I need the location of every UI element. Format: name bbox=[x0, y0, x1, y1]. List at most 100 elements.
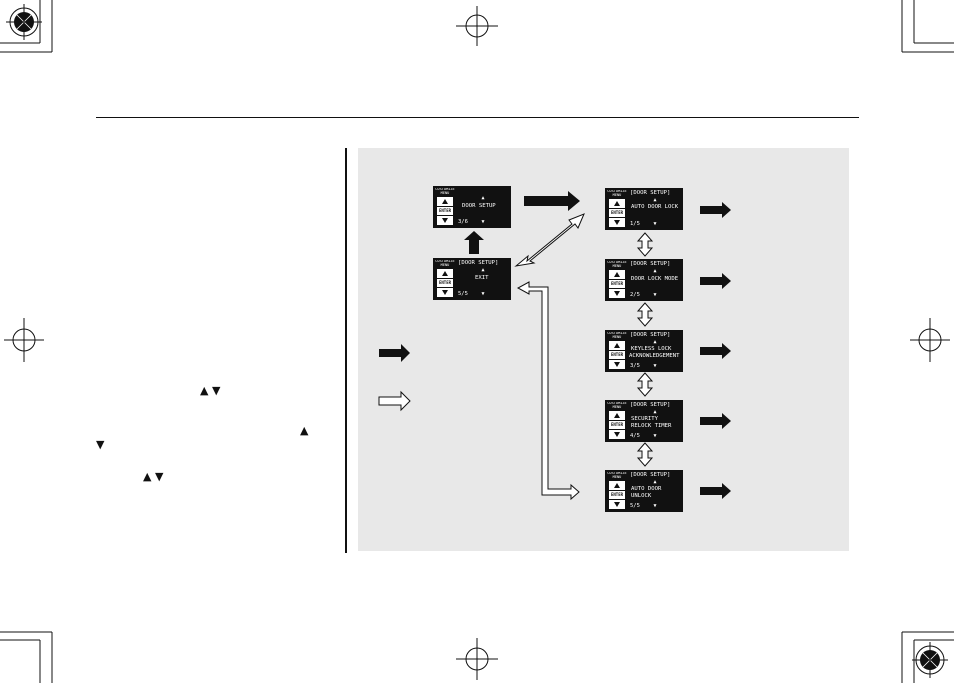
panel-title: [DOOR SETUP] bbox=[630, 332, 671, 338]
panel-menu-label: MENU bbox=[612, 264, 622, 268]
panel-keyless-lock: CUSTOMIZE MENU ENTER [DOOR SETUP] ▲ KEYL… bbox=[605, 330, 683, 372]
registration-crosshair-icon bbox=[4, 318, 44, 362]
double-headed-arrow-icon bbox=[636, 232, 654, 467]
down-button bbox=[609, 218, 625, 227]
up-triangle-icon bbox=[614, 483, 620, 488]
panel-line2: ACKNOWLEDGEMENT bbox=[629, 353, 680, 359]
left-arrows-line3: ▲ ▼ bbox=[143, 470, 164, 483]
up-button bbox=[609, 270, 625, 279]
panel-line1: EXIT bbox=[475, 275, 489, 281]
down-triangle-icon bbox=[614, 291, 620, 296]
panel-line2: RELOCK TIMER bbox=[631, 423, 672, 429]
enter-button: ENTER bbox=[609, 351, 625, 359]
panel-up-indicator: ▲ bbox=[653, 268, 657, 274]
panel-page: 1/5 bbox=[630, 221, 640, 227]
up-button bbox=[437, 269, 453, 278]
enter-button: ENTER bbox=[609, 209, 625, 217]
left-arrow-down: ▼ bbox=[96, 438, 105, 451]
panel-down-indicator: ▼ bbox=[653, 363, 657, 369]
down-triangle-icon bbox=[614, 502, 620, 507]
up-triangle-icon bbox=[442, 199, 448, 204]
panel-down-indicator: ▼ bbox=[653, 292, 657, 298]
enter-button: ENTER bbox=[609, 280, 625, 288]
panel-title: [DOOR SETUP] bbox=[630, 261, 671, 267]
panel-page: 4/5 bbox=[630, 433, 640, 439]
panel-page: 3/6 bbox=[458, 219, 468, 225]
panel-title: [DOOR SETUP] bbox=[630, 472, 671, 478]
panel-door-lock-mode: CUSTOMIZE MENU ENTER [DOOR SETUP] ▲ DOOR… bbox=[605, 259, 683, 301]
panel-security-relock: CUSTOMIZE MENU ENTER [DOOR SETUP] ▲ SECU… bbox=[605, 400, 683, 442]
panel-down-indicator: ▼ bbox=[653, 503, 657, 509]
panel-page: 5/5 bbox=[630, 503, 640, 509]
panel-customize-label: CUSTOMIZE bbox=[607, 261, 627, 264]
registration-crosshair-icon bbox=[912, 642, 948, 678]
hollow-arrow-icon bbox=[516, 281, 580, 501]
enter-button: ENTER bbox=[609, 421, 625, 429]
up-button bbox=[609, 341, 625, 350]
down-button bbox=[437, 216, 453, 225]
header-rule bbox=[96, 117, 859, 118]
panel-down-indicator: ▼ bbox=[481, 291, 485, 297]
panel-title: [DOOR SETUP] bbox=[630, 402, 671, 408]
panel-customize-label: CUSTOMIZE bbox=[607, 402, 627, 405]
panel-up-indicator: ▲ bbox=[481, 267, 485, 273]
up-button bbox=[437, 197, 453, 206]
left-arrow-up: ▲ bbox=[300, 424, 309, 437]
panel-up-indicator: ▲ bbox=[653, 339, 657, 345]
panel-customize-label: CUSTOMIZE bbox=[435, 260, 455, 263]
down-triangle-icon bbox=[442, 218, 448, 223]
up-triangle-icon bbox=[614, 201, 620, 206]
up-button bbox=[609, 481, 625, 490]
panel-up-indicator: ▲ bbox=[653, 197, 657, 203]
panel-down-indicator: ▼ bbox=[653, 433, 657, 439]
panel-page: 5/5 bbox=[458, 291, 468, 297]
panel-line2: UNLOCK bbox=[631, 493, 652, 499]
panel-down-indicator: ▼ bbox=[481, 219, 485, 225]
up-button bbox=[609, 411, 625, 420]
panel-menu-label: MENU bbox=[612, 193, 622, 197]
panel-customize-label: CUSTOMIZE bbox=[607, 332, 627, 335]
solid-arrow-icon bbox=[464, 231, 484, 254]
panel-page: 2/5 bbox=[630, 292, 640, 298]
solid-arrow-icon bbox=[379, 344, 410, 362]
panel-down-indicator: ▼ bbox=[653, 221, 657, 227]
column-divider bbox=[345, 148, 347, 553]
down-button bbox=[609, 430, 625, 439]
panel-page: 3/5 bbox=[630, 363, 640, 369]
panel-customize-label: CUSTOMIZE bbox=[607, 190, 627, 193]
down-button bbox=[609, 289, 625, 298]
panel-menu-label: MENU bbox=[440, 263, 450, 267]
down-triangle-icon bbox=[614, 432, 620, 437]
hollow-arrow-icon bbox=[378, 390, 411, 412]
panel-menu-label: MENU bbox=[440, 191, 450, 195]
panel-customize-label: CUSTOMIZE bbox=[607, 472, 627, 475]
panel-exit: CUSTOMIZE MENU ENTER [DOOR SETUP] ▲ EXIT… bbox=[433, 258, 511, 300]
panel-auto-door-lock: CUSTOMIZE MENU ENTER [DOOR SETUP] ▲ AUTO… bbox=[605, 188, 683, 230]
double-headed-arrow-icon bbox=[514, 213, 585, 267]
left-arrows-line1: ▲ ▼ bbox=[200, 384, 221, 397]
up-triangle-icon bbox=[614, 272, 620, 277]
panel-menu-label: MENU bbox=[612, 405, 622, 409]
panel-line1: KEYLESS LOCK bbox=[631, 346, 672, 352]
solid-arrow-icon bbox=[700, 202, 731, 499]
down-button bbox=[609, 360, 625, 369]
panel-line1: AUTO DOOR bbox=[631, 486, 662, 492]
panel-auto-door-unlock: CUSTOMIZE MENU ENTER [DOOR SETUP] ▲ AUTO… bbox=[605, 470, 683, 512]
up-triangle-icon bbox=[614, 343, 620, 348]
down-triangle-icon bbox=[442, 290, 448, 295]
panel-title: [DOOR SETUP] bbox=[630, 190, 671, 196]
enter-button: ENTER bbox=[437, 207, 453, 215]
panel-up-indicator: ▲ bbox=[653, 409, 657, 415]
down-triangle-icon bbox=[614, 362, 620, 367]
panel-up-indicator: ▲ bbox=[653, 479, 657, 485]
down-button bbox=[437, 288, 453, 297]
solid-arrow-icon bbox=[524, 191, 580, 211]
panel-door-setup-menu: CUSTOMIZE MENU ENTER ▲ DOOR SETUP 3/6 ▼ bbox=[433, 186, 511, 228]
panel-line1: AUTO DOOR LOCK bbox=[631, 204, 679, 210]
registration-crosshair-icon bbox=[456, 6, 498, 46]
panel-customize-label: CUSTOMIZE bbox=[435, 188, 455, 191]
panel-line1: DOOR LOCK MODE bbox=[631, 276, 679, 282]
registration-crosshair-icon bbox=[6, 4, 42, 40]
